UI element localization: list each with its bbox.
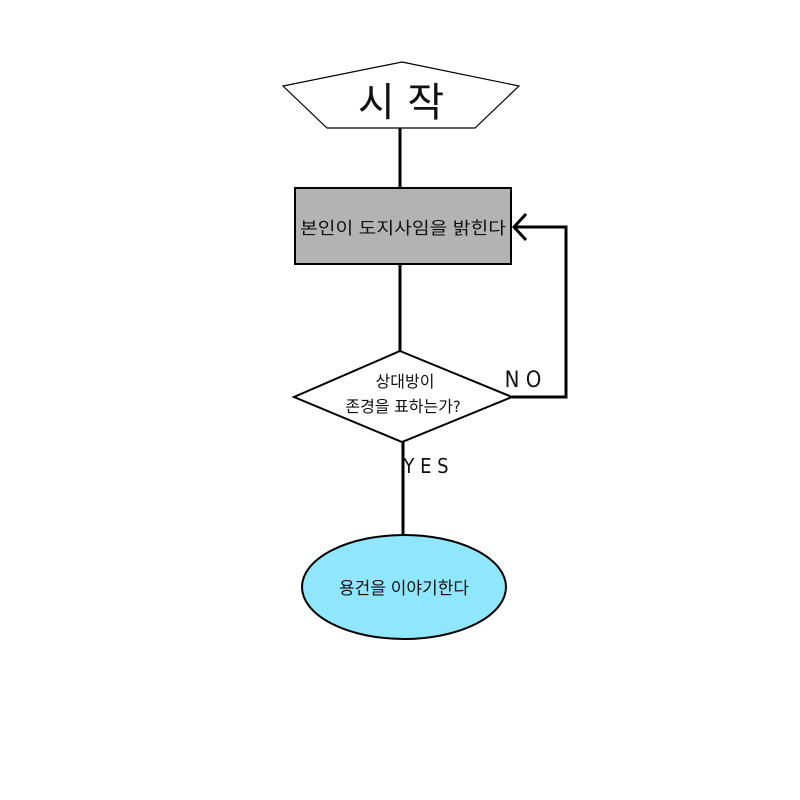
arrowhead-icon	[511, 212, 528, 242]
start-shape	[281, 61, 521, 129]
end-node: 용건을 이야기한다	[301, 534, 507, 640]
start-label: 시 작	[358, 80, 444, 126]
no-label: N O	[505, 368, 542, 393]
start-node: 시 작	[281, 61, 521, 129]
decision-label-line1: 상대방이	[376, 372, 435, 391]
decision-label-line2: 존경을 표하는가?	[345, 397, 460, 416]
connector-no-loop	[512, 225, 568, 399]
end-label: 용건을 이야기한다	[339, 579, 469, 599]
process-step-node: 본인이 도지사임을 밝힌다	[294, 187, 512, 265]
process-step-label: 본인이 도지사임을 밝힌다	[300, 219, 506, 239]
decision-shape	[291, 349, 515, 444]
process-step-shape	[294, 187, 512, 265]
end-shape	[301, 534, 507, 640]
decision-node: 상대방이 존경을 표하는가?	[291, 349, 515, 444]
yes-label: Y E S	[402, 454, 448, 478]
